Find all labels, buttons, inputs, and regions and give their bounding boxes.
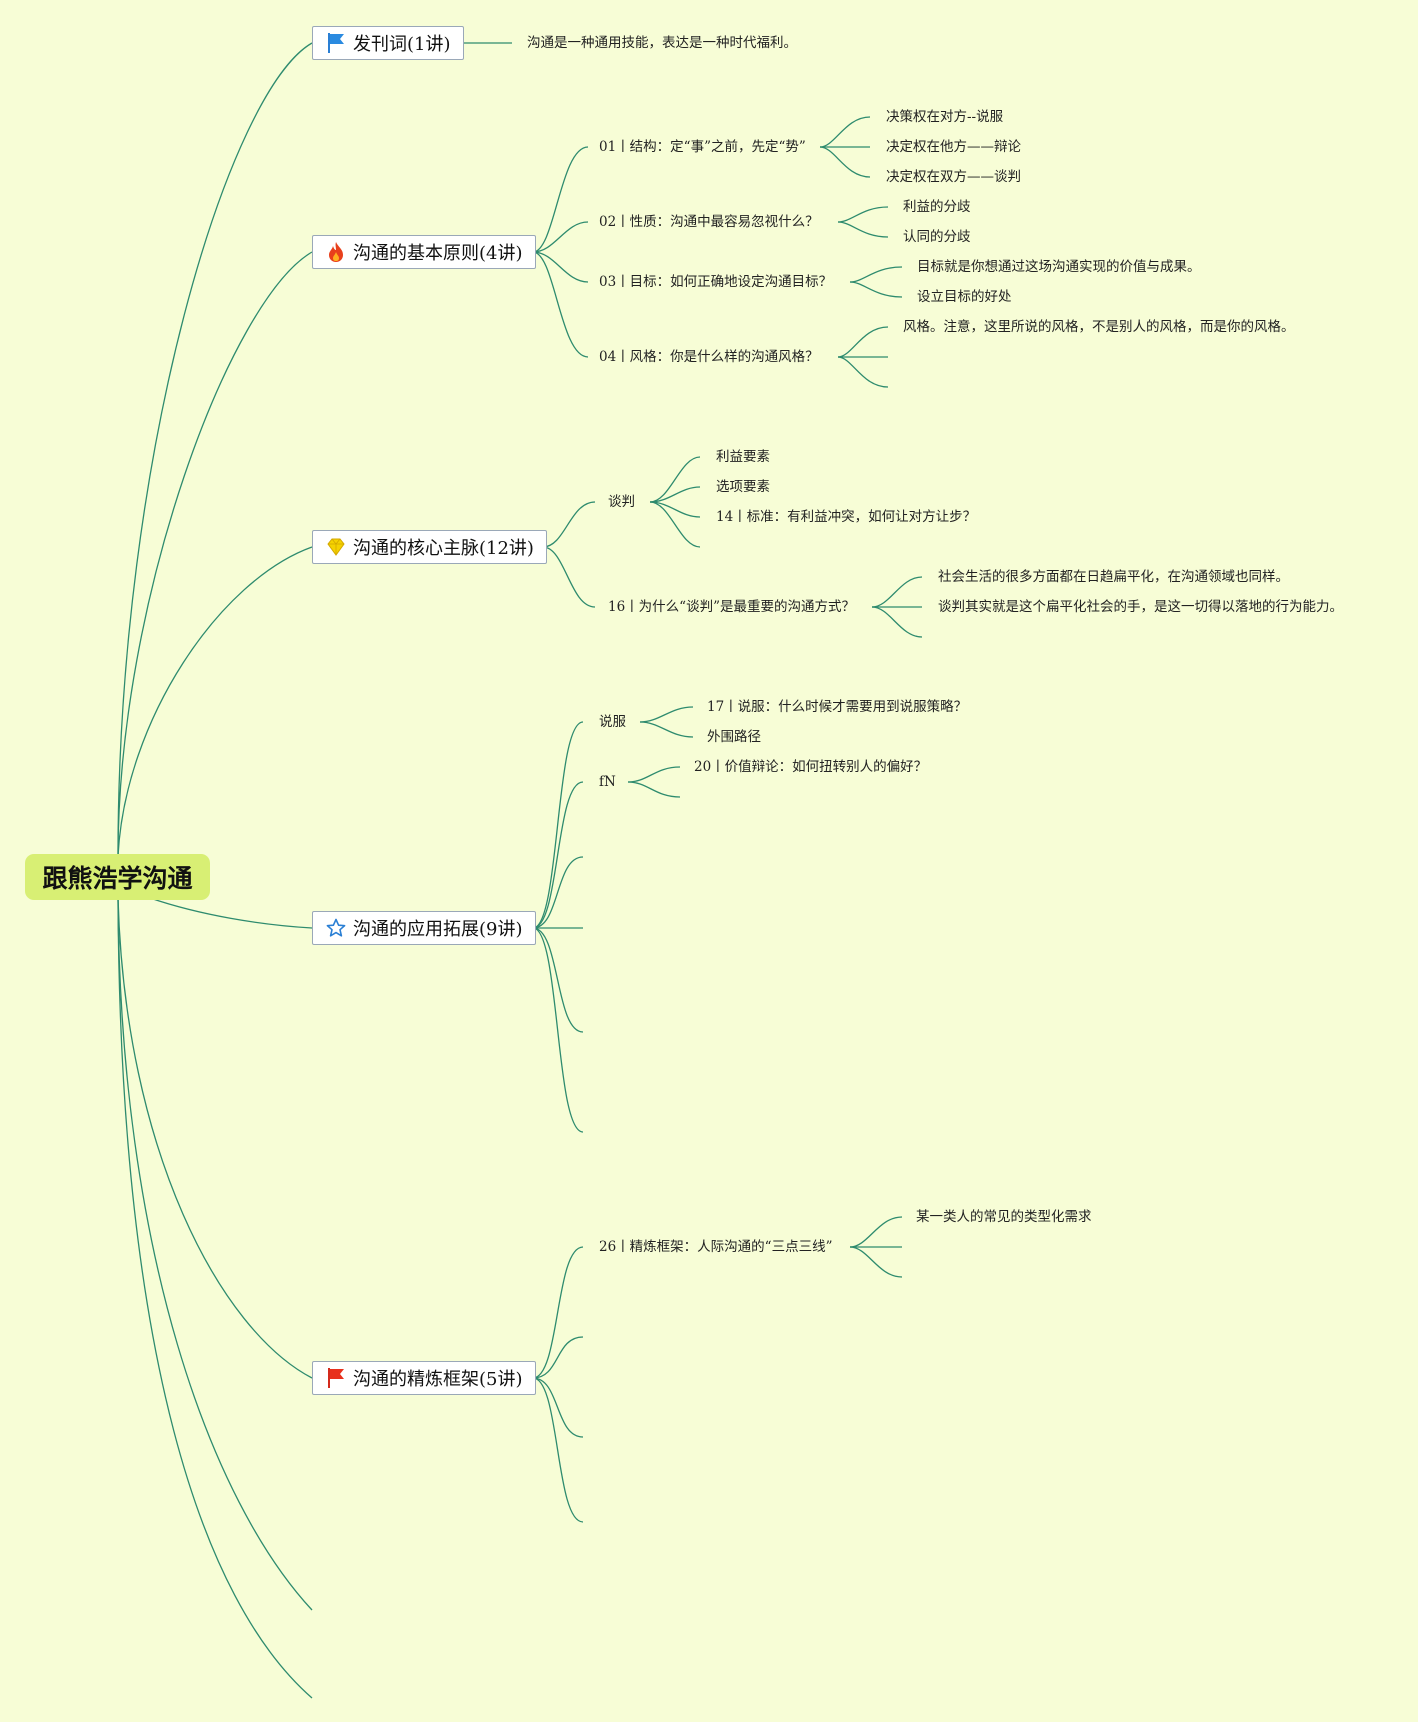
lesson-26-child[interactable]: 某一类人的常见的类型化需求 (916, 1209, 1092, 1225)
lesson-03[interactable]: 03丨目标：如何正确地设定沟通目标？ (599, 274, 833, 290)
topic-application[interactable]: 沟通的应用拓展(9讲) (312, 911, 536, 945)
topic-label: 沟通的精炼框架(5讲) (353, 1369, 523, 1390)
topic-framework[interactable]: 沟通的精炼框架(5讲) (312, 1361, 536, 1395)
lesson-01-child[interactable]: 决定权在双方——谈判 (886, 169, 1021, 185)
topic-core-line[interactable]: 沟通的核心主脉(12讲) (312, 530, 547, 564)
lesson-04[interactable]: 04丨风格：你是什么样的沟通风格？ (599, 349, 819, 365)
lesson-03-child[interactable]: 设立目标的好处 (917, 289, 1012, 305)
lesson-04-child[interactable]: 风格。注意，这里所说的风格，不是别人的风格，而是你的风格。 (903, 319, 1295, 335)
root-topic[interactable]: 跟熊浩学沟通 (25, 854, 210, 900)
star-icon (325, 917, 347, 939)
lesson-16-child[interactable]: 社会生活的很多方面都在日趋扁平化，在沟通领域也同样。 (938, 569, 1289, 585)
topic-foreword[interactable]: 发刊词(1讲) (312, 26, 464, 60)
application-persuasion[interactable]: 说服 (599, 714, 626, 730)
foreword-note[interactable]: 沟通是一种通用技能，表达是一种时代福利。 (527, 35, 797, 51)
connector-lines (117, 42, 923, 1699)
red-flag-icon (325, 1367, 347, 1389)
topic-label: 发刊词(1讲) (353, 34, 451, 55)
topic-basic-principles[interactable]: 沟通的基本原则(4讲) (312, 235, 536, 269)
lesson-16[interactable]: 16丨为什么“谈判”是最重要的沟通方式？ (608, 599, 855, 615)
core-negotiation[interactable]: 谈判 (608, 494, 635, 510)
topic-label: 沟通的核心主脉(12讲) (353, 538, 534, 559)
application-debate[interactable]: fN (599, 774, 616, 790)
negotiation-child[interactable]: 利益要素 (716, 449, 770, 465)
negotiation-child[interactable]: 选项要素 (716, 479, 770, 495)
lesson-26[interactable]: 26丨精炼框架：人际沟通的“三点三线” (599, 1239, 833, 1255)
debate-child[interactable]: 20丨价值辩论：如何扭转别人的偏好？ (694, 759, 928, 775)
lesson-01-child[interactable]: 决策权在对方--说服 (886, 109, 1004, 125)
lesson-02-child[interactable]: 认同的分歧 (903, 229, 971, 245)
topic-label: 沟通的应用拓展(9讲) (353, 919, 523, 940)
lesson-01[interactable]: 01丨结构：定“事”之前，先定“势” (599, 139, 806, 155)
lesson-02-child[interactable]: 利益的分歧 (903, 199, 971, 215)
persuasion-child[interactable]: 17丨说服：什么时候才需要用到说服策略？ (707, 699, 968, 715)
persuasion-child[interactable]: 外围路径 (707, 729, 761, 745)
fire-icon (325, 241, 347, 263)
blue-flag-icon (325, 32, 347, 54)
negotiation-child[interactable]: 14丨标准：有利益冲突，如何让对方让步？ (716, 509, 977, 525)
lesson-16-child[interactable]: 谈判其实就是这个扁平化社会的手，是这一切得以落地的行为能力。 (938, 599, 1343, 615)
topic-label: 沟通的基本原则(4讲) (353, 243, 523, 264)
lesson-01-child[interactable]: 决定权在他方——辩论 (886, 139, 1021, 155)
lesson-02[interactable]: 02丨性质：沟通中最容易忽视什么？ (599, 214, 819, 230)
lesson-03-child[interactable]: 目标就是你想通过这场沟通实现的价值与成果。 (917, 259, 1201, 275)
gem-icon (325, 536, 347, 558)
